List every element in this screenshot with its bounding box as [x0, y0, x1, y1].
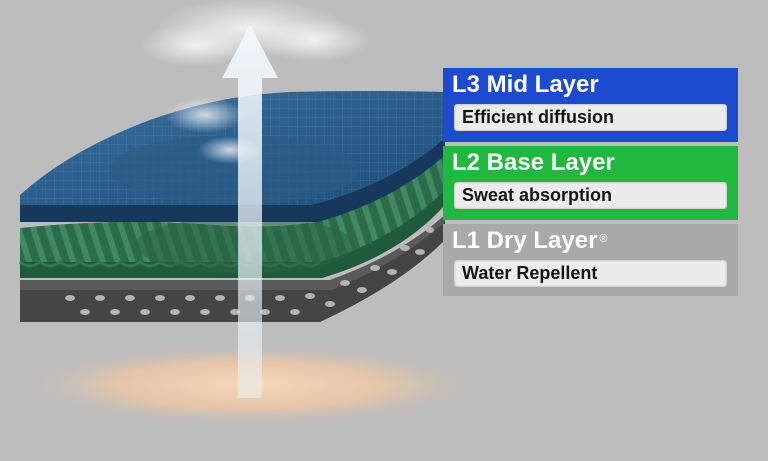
- vapor-up-arrow-icon: [222, 25, 278, 398]
- l2-title: L2 Base Layer: [452, 149, 615, 176]
- l1-dry-layer-panel: L1 Dry Layer® Water Repellent: [443, 224, 738, 296]
- registered-mark: ®: [599, 233, 608, 245]
- l3-subtitle: Efficient diffusion: [462, 107, 614, 127]
- l2-subtitle: Sweat absorption: [462, 185, 613, 205]
- l2-subtitle-box: Sweat absorption: [454, 182, 727, 209]
- l1-subtitle: Water Repellent: [462, 263, 598, 283]
- l1-title: L1 Dry Layer®: [452, 227, 608, 254]
- l3-title: L3 Mid Layer: [452, 71, 599, 98]
- l3-subtitle-box: Efficient diffusion: [454, 104, 727, 131]
- l2-base-layer-panel: L2 Base Layer Sweat absorption: [443, 146, 738, 220]
- l3-mid-layer-panel: L3 Mid Layer Efficient diffusion: [443, 68, 738, 142]
- l1-subtitle-box: Water Repellent: [454, 260, 727, 287]
- l1-dry-layer-sheet: [20, 215, 445, 322]
